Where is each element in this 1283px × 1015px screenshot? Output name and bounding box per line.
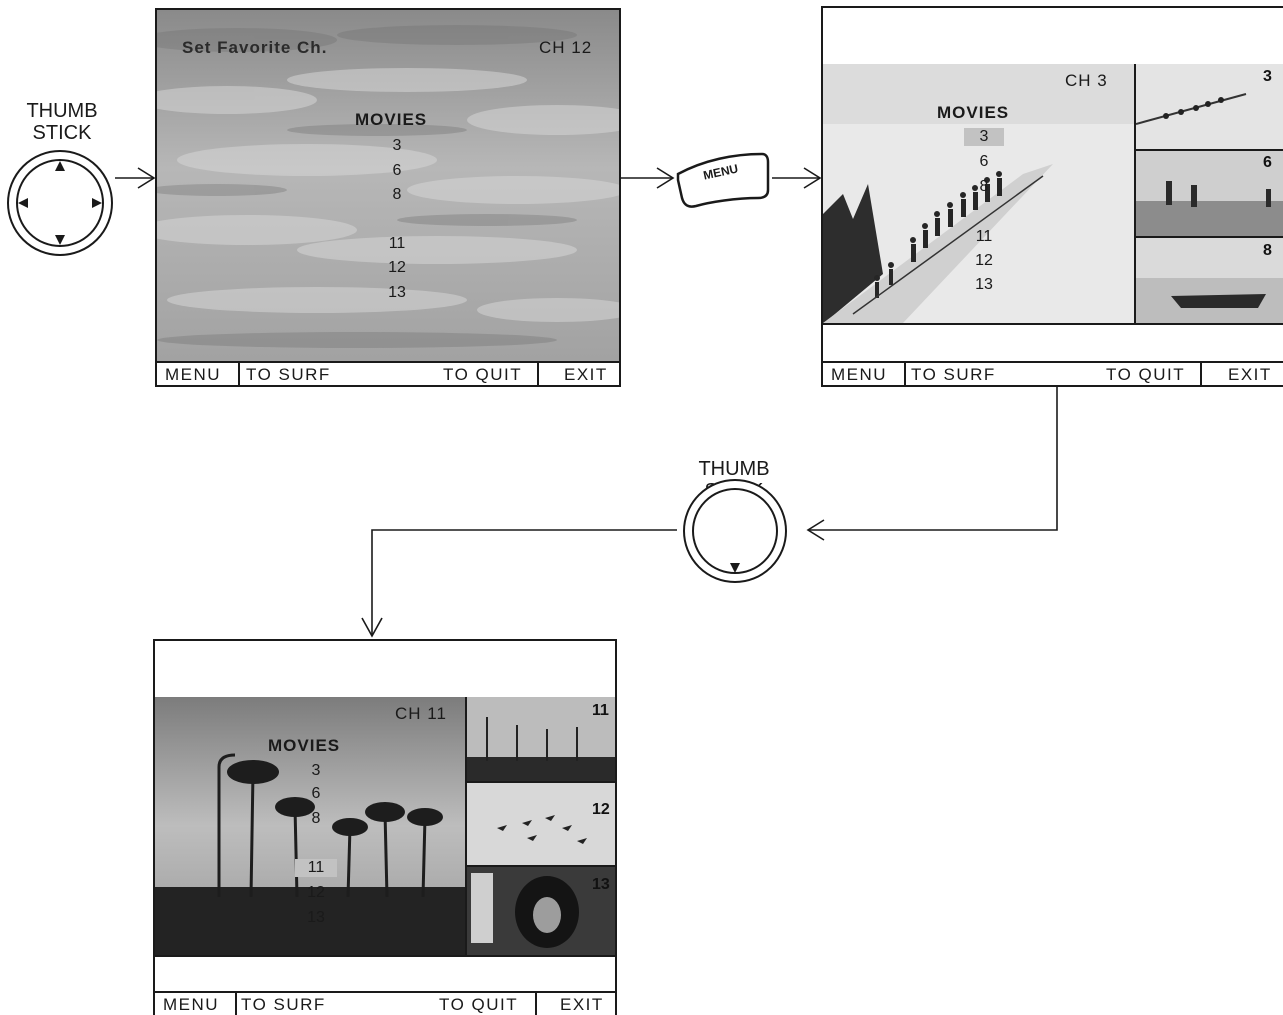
footer-to-quit: TO QUIT <box>439 993 518 1015</box>
thumb-stick-down-icon[interactable] <box>680 476 790 586</box>
footer-divider <box>535 993 537 1015</box>
footer-to-quit: TO QUIT <box>1106 363 1185 387</box>
screen2-list-heading: MOVIES <box>937 103 1009 123</box>
thumbnail-3-number: 3 <box>1263 68 1272 86</box>
screen2-channel: CH 3 <box>1065 71 1108 91</box>
screen2-channel-item[interactable]: 13 <box>969 276 999 294</box>
screen3-footer: MENU TO SURF TO QUIT EXIT <box>155 991 615 1015</box>
picture-bottom-border <box>823 323 1283 325</box>
footer-divider <box>235 993 237 1015</box>
footer-menu[interactable]: MENU <box>831 363 887 387</box>
screen3-channel-item[interactable]: 12 <box>301 884 331 902</box>
screen3-channel-item-selected[interactable]: 11 <box>295 859 337 877</box>
thumbnail-6[interactable] <box>1136 151 1283 236</box>
screen2-channel-item[interactable]: 6 <box>969 153 999 171</box>
screen2-channel-item[interactable]: 11 <box>969 228 999 246</box>
screen3-channel-item[interactable]: 3 <box>301 762 331 780</box>
screen1-channel-item[interactable]: 8 <box>382 186 412 204</box>
thumb-stick-label-line2: STICK <box>12 122 112 144</box>
screen1-channel: CH 12 <box>539 38 592 58</box>
screen1-title: Set Favorite Ch. <box>182 38 327 58</box>
thumb-stick-four-way-icon[interactable] <box>4 147 116 259</box>
thumbnail-8-number: 8 <box>1263 242 1272 260</box>
thumbnail-11-number: 11 <box>592 702 609 720</box>
footer-to-surf: TO SURF <box>911 363 996 387</box>
thumb-stick-label-line1: THUMB <box>12 100 112 122</box>
screen3-channel-item[interactable]: 6 <box>301 785 331 803</box>
screen1-footer: MENU TO SURF TO QUIT EXIT <box>157 361 619 387</box>
screen3-channel-item[interactable]: 13 <box>301 909 331 927</box>
arrow-stick-to-screen3 <box>372 530 677 636</box>
thumbnail-3[interactable] <box>1136 64 1283 149</box>
screen2-channel-item[interactable]: 8 <box>969 178 999 196</box>
screen1-channel-item[interactable]: 13 <box>382 284 412 302</box>
menu-button-icon[interactable] <box>674 150 774 208</box>
footer-menu[interactable]: MENU <box>165 363 221 387</box>
screen1-list-heading: MOVIES <box>355 110 427 130</box>
footer-to-surf: TO SURF <box>246 363 331 387</box>
thumbnail-13-number: 13 <box>592 876 610 894</box>
screen1-channel-item[interactable]: 11 <box>382 235 412 253</box>
footer-divider <box>238 363 240 387</box>
screen1-channel-item[interactable]: 12 <box>382 259 412 277</box>
footer-divider <box>1200 363 1202 387</box>
screen2-channel-item-selected[interactable]: 3 <box>964 128 1004 146</box>
footer-to-quit: TO QUIT <box>443 363 522 387</box>
thumbnail-6-number: 6 <box>1263 154 1272 172</box>
footer-divider <box>537 363 539 387</box>
footer-divider <box>904 363 906 387</box>
screen2-footer: MENU TO SURF TO QUIT EXIT <box>823 361 1283 387</box>
footer-exit[interactable]: EXIT <box>1228 363 1272 387</box>
thumb-stick-label: THUMB STICK <box>12 100 112 144</box>
screen3-channel-item[interactable]: 8 <box>301 810 331 828</box>
footer-menu[interactable]: MENU <box>163 993 219 1015</box>
screen2-channel-item[interactable]: 12 <box>969 252 999 270</box>
screen1-channel-item[interactable]: 6 <box>382 162 412 180</box>
thumbnail-8[interactable] <box>1136 238 1283 323</box>
thumbnail-12[interactable] <box>467 783 617 865</box>
thumbnail-12-number: 12 <box>592 801 610 819</box>
screen-surf-mountain: CH 3 MOVIES 3 6 8 11 12 13 3 6 8 MENU TO… <box>821 6 1283 387</box>
footer-exit[interactable]: EXIT <box>564 363 608 387</box>
footer-to-surf: TO SURF <box>241 993 326 1015</box>
picture-bottom-border <box>155 955 617 957</box>
screen-surf-palms: CH 11 MOVIES 3 6 8 11 12 13 11 12 13 MEN… <box>153 639 617 1015</box>
screen1-channel-item[interactable]: 3 <box>382 137 412 155</box>
footer-exit[interactable]: EXIT <box>560 993 604 1015</box>
screen3-channel: CH 11 <box>395 704 447 724</box>
arrow-screen2-to-stick <box>808 386 1057 530</box>
screen-set-favorite: Set Favorite Ch. CH 12 MOVIES 3 6 8 11 1… <box>155 8 621 387</box>
screen3-list-heading: MOVIES <box>268 736 340 756</box>
